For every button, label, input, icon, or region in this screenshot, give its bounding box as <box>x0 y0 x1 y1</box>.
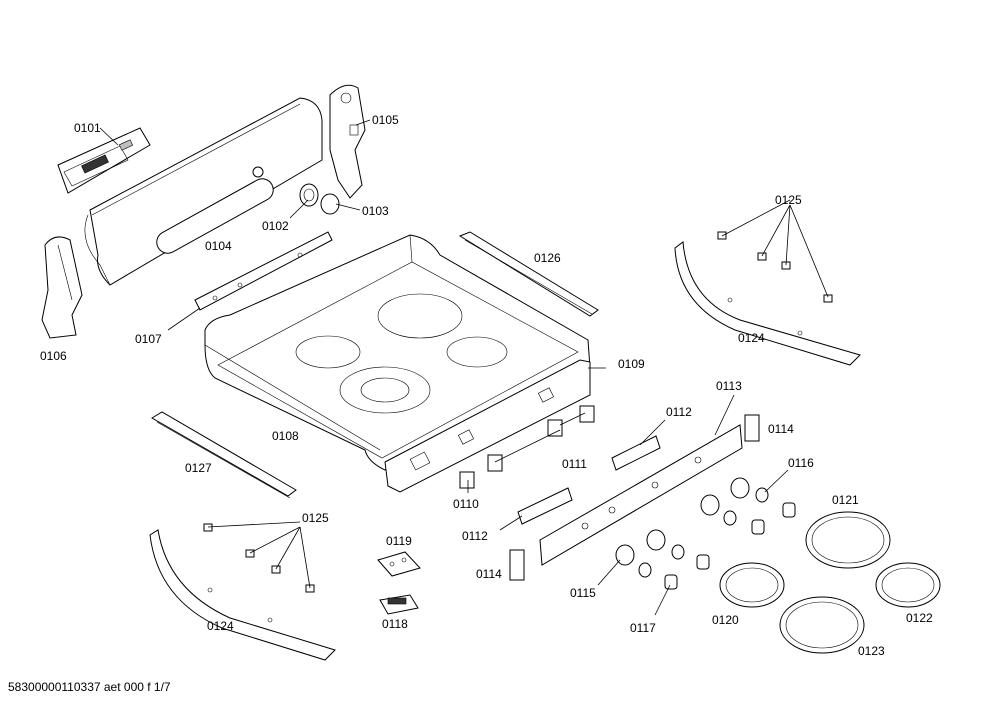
part-end-cap-left <box>41 236 83 339</box>
part-connector <box>379 594 419 615</box>
label-0109: 0109 <box>618 357 645 371</box>
part-element-ring-0122 <box>875 562 941 608</box>
part-switch-bracket-lower <box>517 487 573 525</box>
part-element-ring-0121 <box>805 511 891 569</box>
label-0115: 0115 <box>570 586 596 600</box>
part-element-ring-0120 <box>719 562 785 608</box>
part-end-block-lower <box>509 549 525 581</box>
label-0103: 0103 <box>362 204 389 218</box>
label-0125-top: 0125 <box>775 193 802 207</box>
label-0107: 0107 <box>135 332 162 346</box>
label-0112-upper: 0112 <box>666 405 692 419</box>
part-rail-0126 <box>458 231 599 317</box>
label-0110: 0110 <box>453 497 479 511</box>
label-0111: 0111 <box>562 457 587 471</box>
label-0116: 0116 <box>788 456 814 470</box>
part-element-ring-0123 <box>779 596 865 654</box>
label-0117: 0117 <box>630 621 656 635</box>
label-0122: 0122 <box>906 611 933 625</box>
part-labels: 0101 0102 0103 0104 0105 0106 0107 0108 … <box>40 113 933 658</box>
part-control-strip <box>539 424 743 566</box>
part-clips-bottom <box>203 523 315 593</box>
label-0104: 0104 <box>205 239 232 253</box>
part-switches <box>459 405 595 489</box>
label-0112-lower: 0112 <box>462 529 488 543</box>
leader-lines <box>99 119 829 616</box>
part-control-board <box>57 127 151 194</box>
label-0118: 0118 <box>382 617 408 631</box>
label-0120: 0120 <box>712 613 739 627</box>
part-side-bracket-top <box>674 241 861 366</box>
label-0125-bottom: 0125 <box>302 511 329 525</box>
part-knob-bezels <box>615 477 750 566</box>
document-reference: 58300000110337 aet 000 f 1/7 <box>8 680 171 694</box>
part-knobs <box>664 502 796 590</box>
label-0114-lower: 0114 <box>476 567 502 581</box>
part-bracket-0107 <box>194 231 333 311</box>
part-rail-0127 <box>151 411 297 499</box>
part-end-block-upper <box>744 414 760 442</box>
part-knob-ring <box>299 183 319 207</box>
label-0121: 0121 <box>832 493 859 507</box>
label-0102: 0102 <box>262 219 289 233</box>
part-control-panel <box>84 97 323 286</box>
part-end-cap-right <box>329 84 366 199</box>
part-side-bracket-bottom <box>149 529 336 661</box>
label-0124-bottom: 0124 <box>207 619 234 633</box>
label-0114-upper: 0114 <box>768 422 794 436</box>
label-0108: 0108 <box>272 429 299 443</box>
part-clips-top <box>717 231 833 303</box>
label-0106: 0106 <box>40 349 67 363</box>
label-0127: 0127 <box>185 461 212 475</box>
part-label-plate <box>377 551 421 577</box>
part-knob <box>320 193 340 215</box>
label-0126: 0126 <box>534 251 561 265</box>
part-switch-bracket-upper <box>611 435 661 471</box>
label-0119: 0119 <box>386 534 412 548</box>
label-0113: 0113 <box>716 379 742 393</box>
part-front-trim <box>384 359 591 493</box>
label-0124-top: 0124 <box>738 331 765 345</box>
label-0101: 0101 <box>74 121 101 135</box>
label-0123: 0123 <box>858 644 885 658</box>
label-0105: 0105 <box>372 113 399 127</box>
